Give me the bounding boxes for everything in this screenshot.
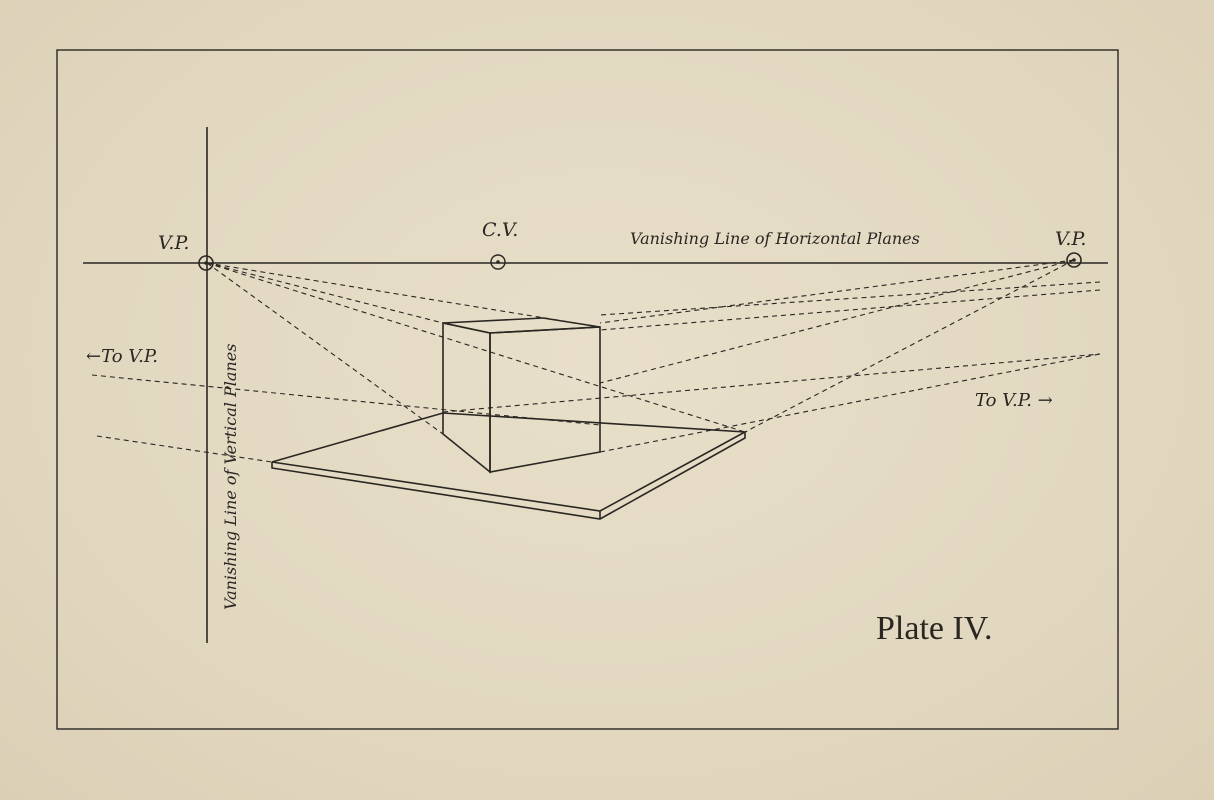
cube-left-face bbox=[442, 322, 491, 474]
cv-marker bbox=[490, 254, 506, 270]
plate-title: Plate IV. bbox=[876, 610, 992, 647]
dashed-line bbox=[91, 374, 601, 426]
vp-left-marker bbox=[198, 255, 214, 271]
right-vp-dashed-lines bbox=[599, 259, 1101, 433]
vp-right-label: V.P. bbox=[1055, 228, 1086, 250]
dashed-line bbox=[206, 262, 444, 435]
dashed-line bbox=[206, 262, 746, 433]
plate-frame bbox=[56, 49, 1119, 730]
off-plate-dashed-lines bbox=[91, 353, 1101, 463]
vp-right-marker bbox=[1066, 252, 1082, 268]
dashed-line bbox=[206, 262, 601, 328]
cv-label: C.V. bbox=[482, 219, 518, 241]
vp-right-circle bbox=[1066, 252, 1082, 268]
slab bbox=[271, 412, 748, 520]
dashed-line bbox=[599, 259, 1075, 384]
to-vp-left-label: ←To V.P. bbox=[86, 346, 158, 367]
dashed-line bbox=[599, 259, 1075, 324]
dashed-line bbox=[744, 259, 1075, 433]
dashed-line bbox=[599, 281, 1101, 316]
horizontal-line-label: Vanishing Line of Horizontal Planes bbox=[630, 229, 920, 248]
vp-left-label: V.P. bbox=[158, 232, 189, 254]
left-vp-dashed-lines bbox=[206, 262, 746, 435]
slab-edge bbox=[271, 432, 746, 520]
vertical-line-label: Vanishing Line of Vertical Planes bbox=[221, 344, 240, 610]
dashed-line bbox=[599, 353, 1101, 453]
dashed-line bbox=[599, 289, 1101, 331]
cube-right-face bbox=[489, 326, 601, 473]
dashed-line bbox=[442, 353, 1101, 413]
dashed-line bbox=[96, 435, 273, 463]
cv-circle bbox=[490, 254, 506, 270]
cube bbox=[442, 317, 601, 474]
vp-left-dot bbox=[204, 261, 208, 265]
vp-left-circle bbox=[198, 255, 214, 271]
to-vp-right-label: To V.P. → bbox=[975, 390, 1053, 411]
vp-right-dot bbox=[1072, 258, 1076, 262]
cv-dot bbox=[496, 260, 500, 264]
slab-top-face bbox=[271, 412, 748, 512]
dashed-line bbox=[206, 262, 444, 324]
